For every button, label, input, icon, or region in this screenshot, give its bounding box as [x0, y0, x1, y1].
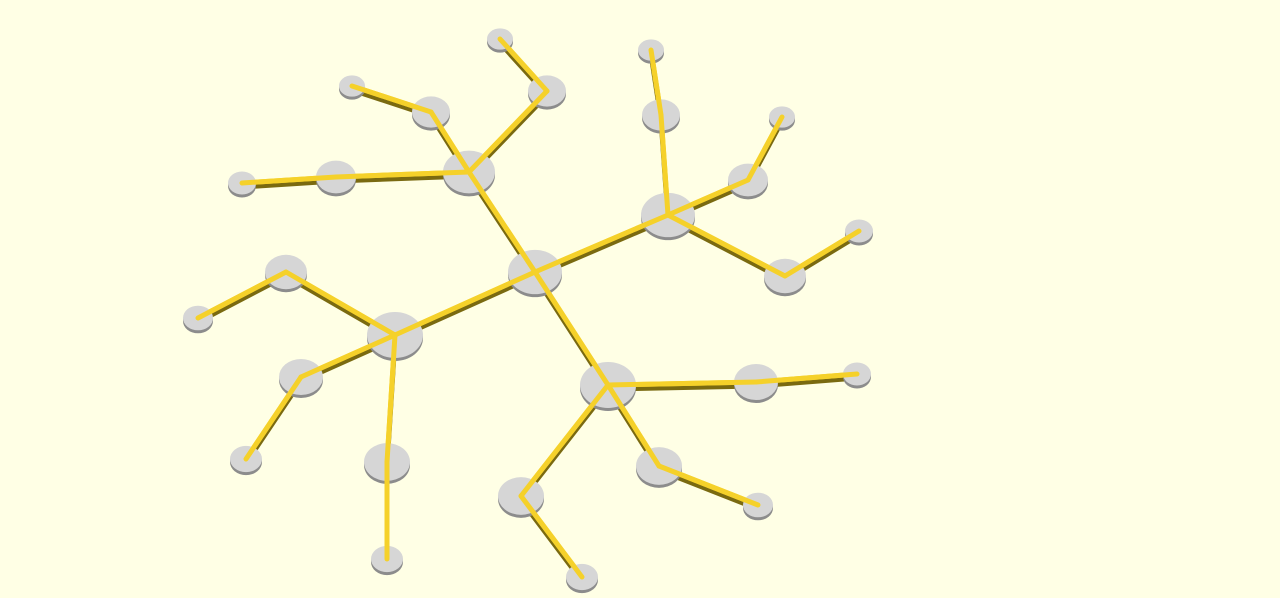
edge-line: [605, 382, 662, 469]
edge-nw-b1-nw-b2: [239, 174, 339, 186]
edge-hub-s-s-a1: [605, 379, 759, 388]
edge-hub-nw-nw-a1: [428, 109, 472, 175]
edge-line: [239, 174, 339, 186]
edge-line: [656, 463, 761, 508]
edge-s-c1-s-c2: [518, 493, 585, 580]
edge-line: [658, 112, 671, 218]
edge-s-a1-s-a2: [753, 371, 860, 385]
edge-hub-ne-ne-b1: [665, 177, 751, 218]
edge-line: [283, 269, 398, 338]
edge-hub-nw-nw-c1: [466, 88, 550, 175]
edge-hub-ne-ne-a1: [658, 112, 671, 218]
edge-hub-w-w-a1: [283, 269, 398, 338]
edge-line: [782, 228, 862, 279]
edge-line: [518, 382, 611, 499]
edge-line: [392, 269, 538, 338]
node-w-c2: [371, 545, 403, 576]
edge-hub-w-w-c1: [384, 332, 398, 465]
edge-nw-a1-nw-a2: [349, 83, 434, 115]
edge-hub-w-w-b1: [298, 332, 398, 380]
edge-line: [745, 114, 785, 183]
edge-root-hub-ne: [532, 212, 671, 275]
edge-hub-nw-nw-b1: [333, 169, 472, 180]
edge-line: [532, 269, 611, 388]
edge-ne-c1-ne-c2: [782, 228, 862, 279]
edge-line: [349, 83, 434, 115]
edge-w-a1-w-a2: [195, 269, 289, 321]
edge-line: [605, 379, 759, 388]
edge-line: [518, 493, 585, 580]
edge-line: [298, 332, 398, 380]
edge-root-hub-nw: [466, 169, 538, 275]
edge-line: [665, 212, 788, 279]
edge-line: [665, 177, 751, 218]
edge-line: [333, 169, 472, 180]
edge-line: [243, 374, 304, 462]
edge-line: [384, 332, 398, 465]
edge-line: [428, 109, 472, 175]
edge-line: [753, 371, 860, 385]
edge-line: [466, 88, 550, 175]
edge-line: [648, 47, 664, 118]
edge-line: [497, 36, 550, 94]
edge-hub-s-s-b1: [605, 382, 662, 469]
edge-ne-a1-ne-a2: [648, 47, 664, 118]
edges-overlay-layer: [195, 36, 862, 580]
edge-nw-c1-nw-c2: [497, 36, 550, 94]
edge-hub-ne-ne-c1: [665, 212, 788, 279]
edge-w-b1-w-b2: [243, 374, 304, 462]
edge-hub-s-s-c1: [518, 382, 611, 499]
edge-ne-b1-ne-b2: [745, 114, 785, 183]
edge-line: [466, 169, 538, 275]
edge-root-hub-s: [532, 269, 611, 388]
edge-line: [195, 269, 289, 321]
edge-s-b1-s-b2: [656, 463, 761, 508]
edge-line: [532, 212, 671, 275]
edge-root-hub-w: [392, 269, 538, 338]
